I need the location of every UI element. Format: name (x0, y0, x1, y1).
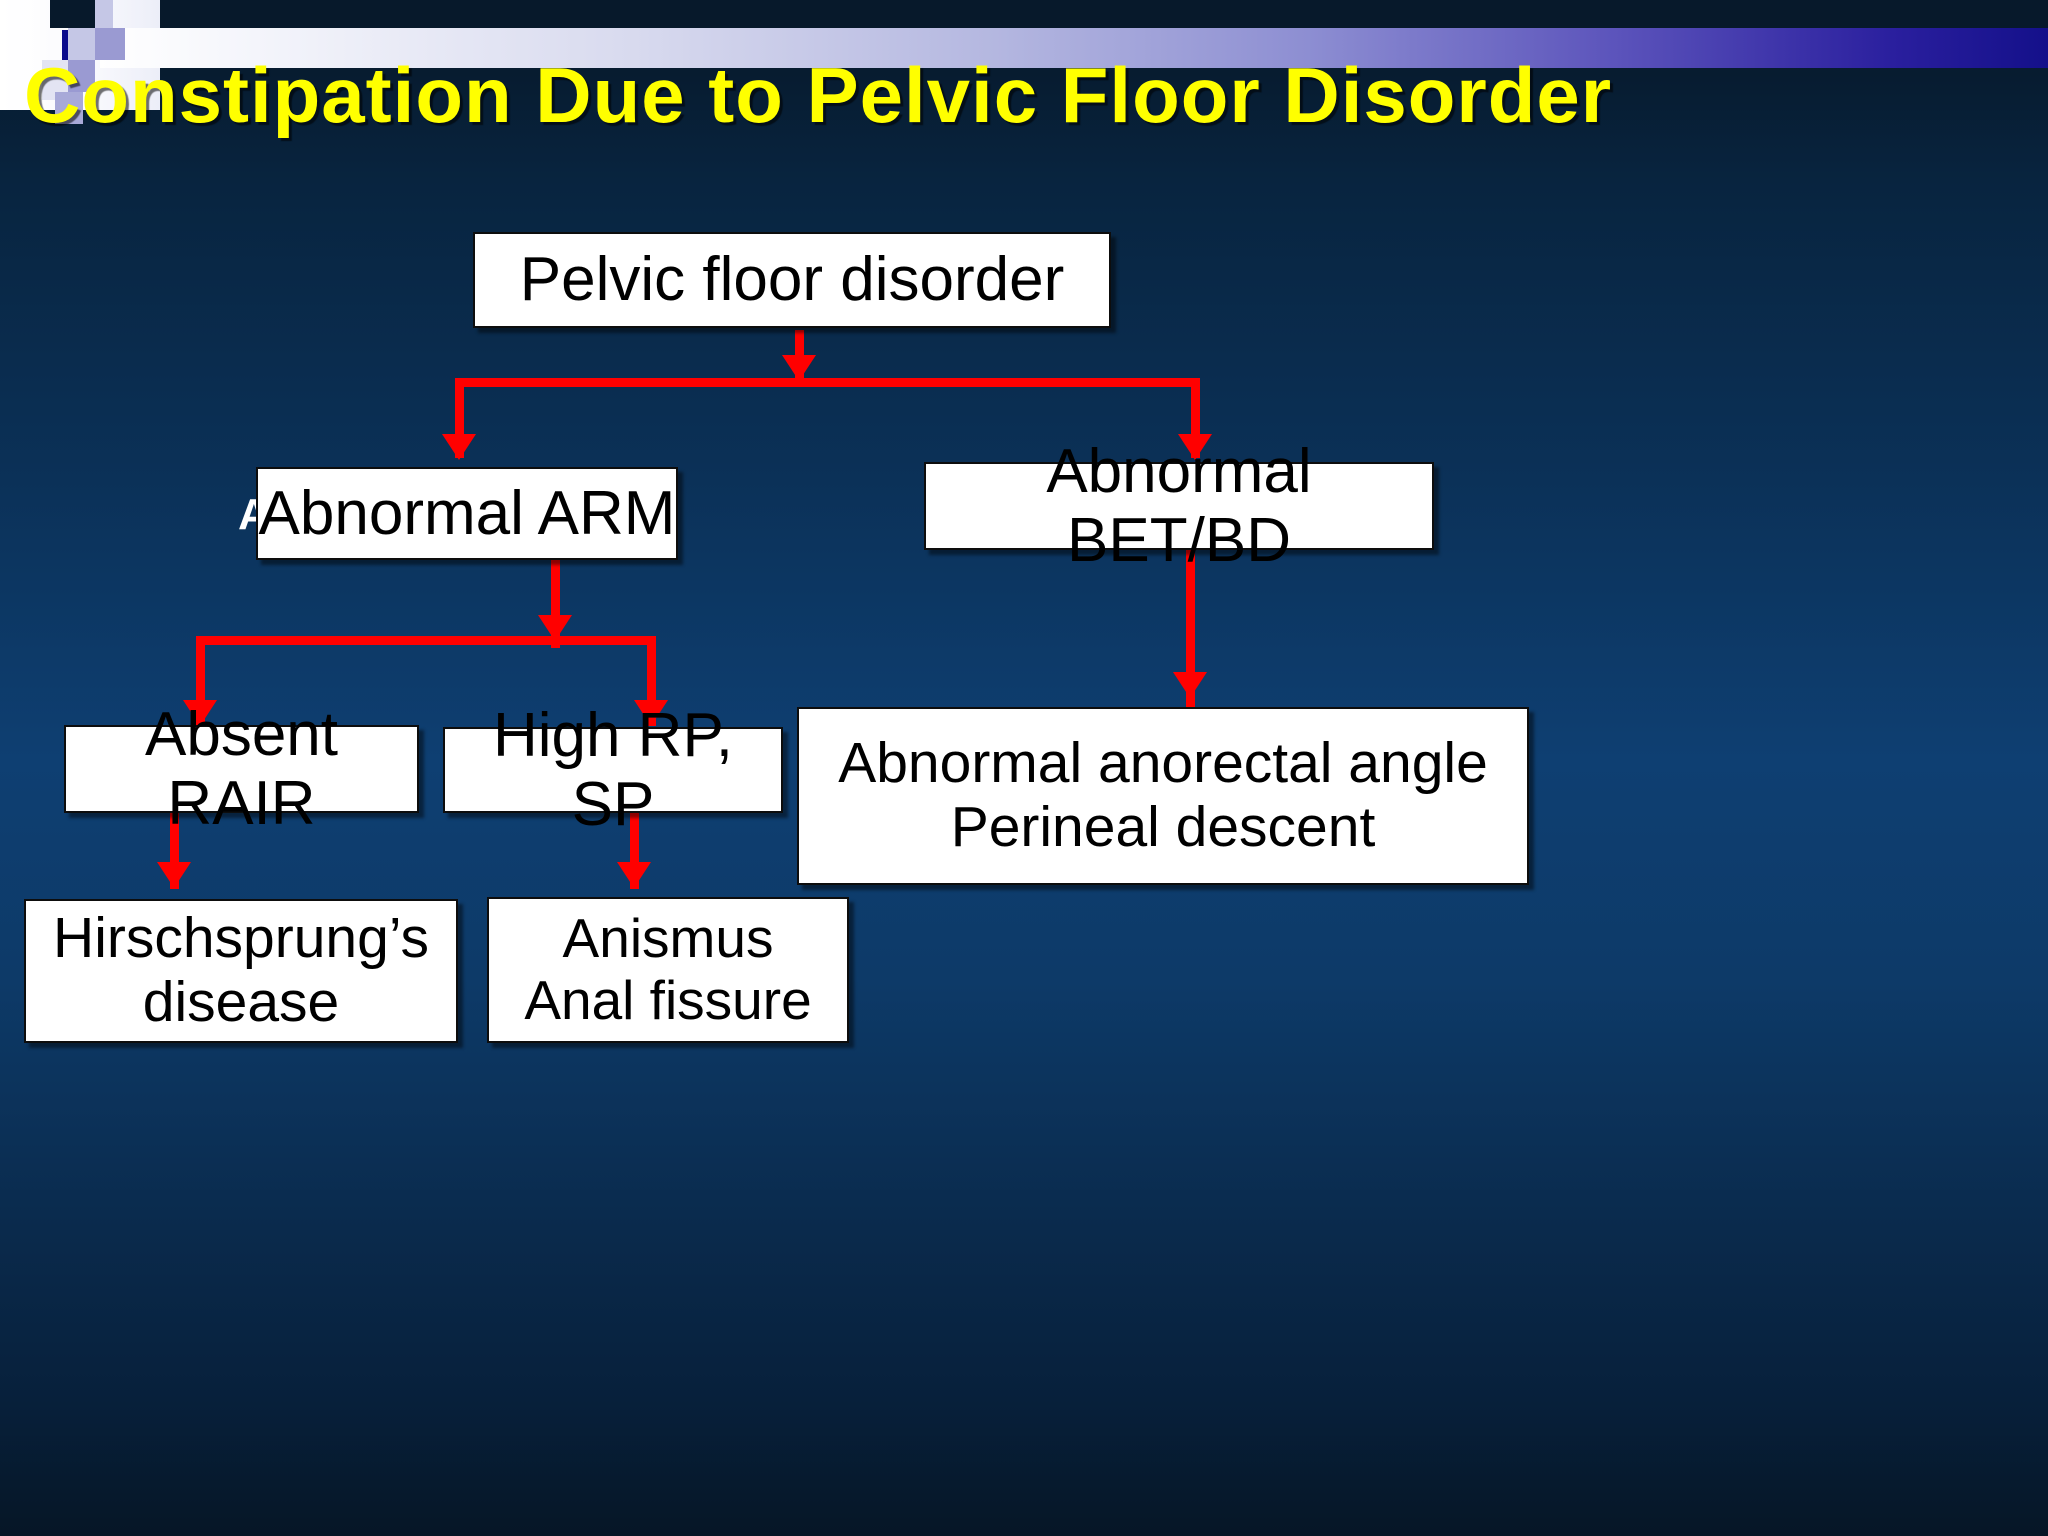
edge-root-to-betbd-line (1191, 378, 1200, 458)
edge-root-bus (455, 378, 1200, 387)
edge-rpsp-to-anismus-arrowhead (617, 862, 651, 888)
node-absent-rair[interactable]: Absent RAIR (64, 700, 419, 838)
node-abnormal-anorectal-angle[interactable]: Abnormal anorectal angle Perineal descen… (797, 707, 1529, 885)
edge-arm-bus (196, 636, 656, 645)
header-square-light-2 (68, 28, 95, 60)
node-label: Abnormal BET/BD (1046, 436, 1312, 575)
header-square-violet-2 (68, 60, 95, 92)
node-pelvic-floor-disorder[interactable]: Pelvic floor disorder (473, 232, 1111, 328)
node-label-line-1: Abnormal anorectal angle (838, 731, 1488, 796)
edge-rair-to-hirsch-line (170, 813, 179, 889)
edge-betbd-to-angle-line (1186, 550, 1195, 710)
header-gradient-bar (100, 28, 2048, 68)
node-abnormal-arm[interactable]: Abnormal ARM (256, 467, 678, 560)
edge-rpsp-to-anismus-line (630, 813, 639, 889)
slide-title: Constipation Due to Pelvic Floor Disorde… (24, 51, 1613, 139)
header-square-dark-1 (50, 0, 95, 28)
edge-arm-to-rair-line (196, 636, 205, 726)
edge-arm-to-rpsp-line (647, 636, 656, 726)
node-label: Abnormal ARM (258, 478, 676, 548)
edge-rair-to-hirsch-arrowhead (157, 862, 191, 888)
node-label-line-2: disease (142, 970, 340, 1034)
node-label-line-1: Anismus (562, 907, 774, 970)
node-label: Pelvic floor disorder (519, 245, 1065, 315)
node-label: Absent RAIR (144, 699, 339, 838)
node-high-rp-sp[interactable]: High RP, SP (443, 701, 783, 839)
header-square-violet-1 (95, 28, 125, 60)
node-hirschsprungs-disease[interactable]: Hirschsprung’s disease (24, 899, 458, 1043)
edge-root-to-arm-arrowhead (442, 434, 476, 460)
edge-betbd-to-angle-arrowhead (1173, 672, 1207, 698)
edge-arm-stem (551, 560, 560, 648)
edge-root-to-arm-line (455, 378, 464, 458)
edge-root-stem-arrowhead (782, 355, 816, 381)
edge-root-to-betbd-arrowhead (1178, 434, 1212, 460)
node-label-line-2: Perineal descent (950, 795, 1376, 859)
header-square-violet-3 (55, 92, 83, 124)
edge-arm-to-rpsp-arrowhead (634, 700, 668, 726)
node-label-line-2: Anal fissure (524, 969, 812, 1031)
header-square-light-1 (95, 0, 113, 28)
edge-arm-to-rair-arrowhead (183, 700, 217, 726)
node-anismus-anal-fissure[interactable]: Anismus Anal fissure (487, 897, 849, 1043)
node-abnormal-bet-bd[interactable]: Abnormal BET/BD (924, 437, 1434, 575)
node-label-line-1: Hirschsprung’s (53, 906, 429, 971)
node-label: High RP, SP (492, 700, 734, 839)
